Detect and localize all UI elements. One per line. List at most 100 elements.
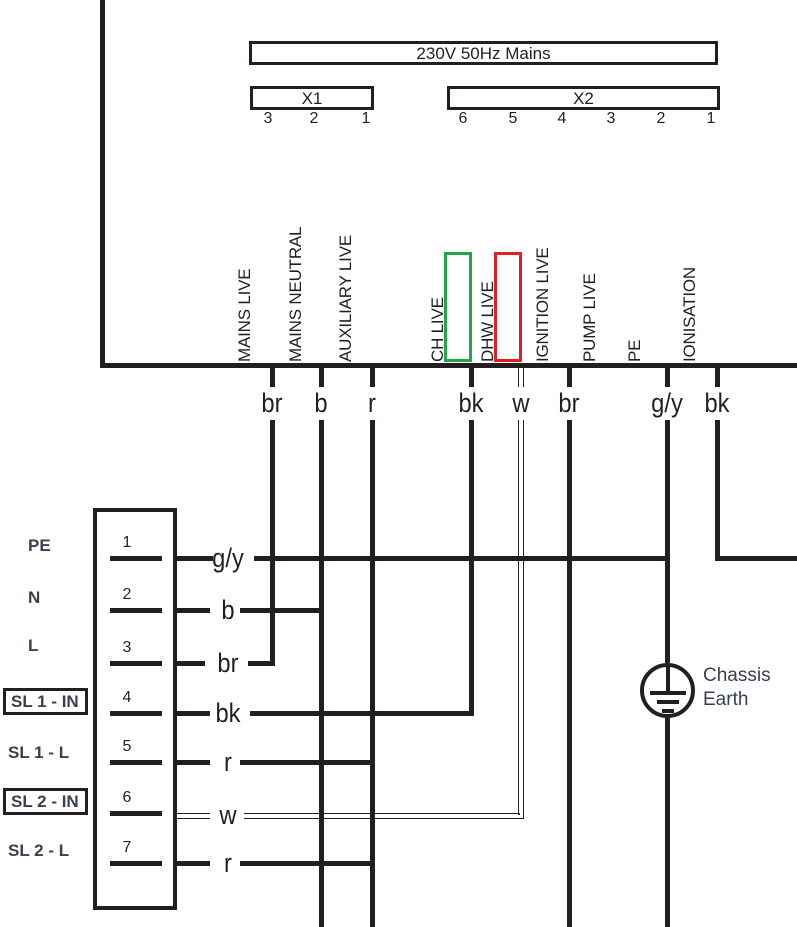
wire-label-pin3-br: br bbox=[217, 648, 239, 678]
wire-color-label-b: b bbox=[314, 388, 328, 418]
plug-pin-number-7: 7 bbox=[122, 839, 132, 856]
wire-pin4-bk-seg2 bbox=[250, 711, 474, 716]
wire-pin3-br-seg2 bbox=[248, 661, 275, 666]
wire-pin1-gy-seg2 bbox=[254, 556, 670, 561]
plug-pin-number-3: 3 bbox=[122, 639, 132, 656]
terminal-block-x1: X1 bbox=[250, 86, 374, 110]
wire-pin2-b-seg2 bbox=[240, 608, 324, 613]
terminal-label-l: L bbox=[28, 636, 39, 655]
wire-color-label-br: br bbox=[261, 388, 283, 418]
plug-pin-contact-1 bbox=[110, 556, 162, 561]
wire-color-label-bk: bk bbox=[458, 388, 484, 418]
mains-supply-box: 230V 50Hz Mains bbox=[249, 41, 718, 65]
wire-pin1-gy-seg1 bbox=[177, 556, 213, 561]
wire-bk-ch-live-vertical bbox=[469, 420, 474, 716]
signal-label-mains-live: MAINS LIVE bbox=[235, 268, 254, 362]
wire-color-label-br2: br bbox=[558, 388, 580, 418]
wire-br-mains-live-vertical bbox=[270, 420, 275, 666]
wire-stub-auxiliary-live bbox=[370, 368, 375, 387]
signal-label-ignition-live: IGNITION LIVE bbox=[533, 247, 552, 362]
signal-label-ionisation: IONISATION bbox=[680, 267, 699, 362]
wire-pin3-br-seg1 bbox=[177, 661, 205, 666]
plug-pin-contact-6 bbox=[110, 811, 162, 816]
wire-stub-mains-live bbox=[270, 368, 275, 387]
wire-stub-pe bbox=[665, 368, 670, 387]
wire-label-pin4-bk: bk bbox=[215, 698, 241, 728]
signal-label-mains-neutral: MAINS NEUTRAL bbox=[286, 226, 305, 362]
signal-label-pe: PE bbox=[625, 339, 644, 362]
plug-pin-contact-5 bbox=[110, 760, 162, 765]
wire-label-pin7-r: r bbox=[224, 848, 232, 878]
plug-pin-number-2: 2 bbox=[122, 586, 132, 603]
wire-gy-pe-vertical-lower bbox=[665, 718, 670, 927]
plug-pin-number-4: 4 bbox=[122, 689, 132, 706]
x2-pin-number: 2 bbox=[656, 110, 666, 127]
terminal-label-sl2-in-highlight-box: SL 2 - IN bbox=[3, 788, 88, 815]
wire-w-dhw-live-vertical bbox=[518, 420, 524, 813]
terminal-label-n: N bbox=[28, 588, 41, 607]
wire-color-label-r: r bbox=[368, 388, 376, 418]
wire-pin5-r-seg2 bbox=[240, 760, 375, 765]
terminal-label-sl1-in-highlight-box: SL 1 - IN bbox=[3, 688, 88, 715]
plug-pin-number-6: 6 bbox=[122, 789, 132, 806]
plug-pin-contact-4 bbox=[110, 711, 162, 716]
terminal-label-sl2-in: SL 2 - IN bbox=[11, 791, 79, 811]
dhw-live-highlight-box bbox=[494, 252, 522, 362]
wire-pin7-r-seg2 bbox=[240, 861, 375, 866]
wire-b-mains-neutral-vertical bbox=[319, 420, 324, 927]
chassis-earth-stem bbox=[666, 667, 670, 693]
wire-stub-ignition-live bbox=[567, 368, 572, 387]
x1-pin-number: 2 bbox=[309, 110, 319, 127]
wire-gy-pe-vertical-upper bbox=[665, 420, 670, 663]
plug-pin-number-5: 5 bbox=[122, 738, 132, 755]
plug-connector-box bbox=[93, 508, 177, 910]
wire-color-label-w: w bbox=[512, 388, 530, 418]
chassis-earth-label-line1: Chassis bbox=[703, 665, 771, 686]
x2-pin-number: 6 bbox=[458, 110, 468, 127]
main-unit-bottom-edge bbox=[100, 363, 797, 368]
x2-pin-number: 5 bbox=[508, 110, 518, 127]
wire-label-pin2-b: b bbox=[221, 595, 235, 625]
x1-pin-number: 1 bbox=[361, 110, 371, 127]
wire-stub-ionisation bbox=[715, 368, 720, 387]
plug-pin-contact-2 bbox=[110, 608, 162, 613]
signal-label-pump-live: PUMP LIVE bbox=[580, 273, 599, 362]
wire-pin4-bk-seg1 bbox=[177, 711, 210, 716]
chassis-earth-label-line2: Earth bbox=[703, 689, 749, 710]
terminal-label-sl1-l: SL 1 - L bbox=[8, 743, 70, 762]
wire-pin2-b-seg1 bbox=[177, 608, 210, 613]
wire-label-pin1-gy: g/y bbox=[212, 543, 244, 573]
wire-stub-ch-live bbox=[469, 368, 474, 387]
plug-pin-number-1: 1 bbox=[122, 534, 132, 551]
wire-pin6-w-corner-outer bbox=[518, 813, 524, 819]
wire-stub-mains-neutral bbox=[319, 368, 324, 387]
terminal-block-x2: X2 bbox=[447, 86, 720, 110]
wire-stub-dhw-live bbox=[518, 368, 524, 387]
wire-color-label-gy: g/y bbox=[651, 388, 683, 418]
signal-label-auxiliary-live: AUXILIARY LIVE bbox=[336, 235, 355, 362]
chassis-earth-bar-short bbox=[662, 709, 674, 713]
chassis-earth-bar-long bbox=[650, 691, 686, 695]
terminal-label-sl2-l: SL 2 - L bbox=[8, 841, 70, 860]
plug-pin-contact-7 bbox=[110, 861, 162, 866]
terminal-label-sl1-in: SL 1 - IN bbox=[11, 691, 79, 711]
terminal-label-pe: PE bbox=[28, 536, 51, 555]
x1-pin-number: 3 bbox=[263, 110, 273, 127]
wire-label-pin6-w: w bbox=[219, 800, 237, 830]
wire-pin6-w-corner-inner bbox=[518, 813, 520, 815]
wire-pin5-r-seg1 bbox=[177, 760, 210, 765]
wire-bk-ionisation-horizontal bbox=[715, 556, 797, 561]
wire-bk-ionisation-vertical bbox=[715, 420, 720, 561]
x2-pin-number: 3 bbox=[606, 110, 616, 127]
plug-pin-contact-3 bbox=[110, 661, 162, 666]
wire-r-auxiliary-live-vertical bbox=[370, 420, 375, 927]
wire-pin7-r-seg1 bbox=[177, 861, 210, 866]
main-unit-left-edge bbox=[100, 0, 105, 368]
x2-pin-number: 4 bbox=[557, 110, 567, 127]
wire-label-pin5-r: r bbox=[224, 747, 232, 777]
wire-pin6-w-seg1 bbox=[177, 813, 210, 819]
x2-pin-number: 1 bbox=[706, 110, 716, 127]
wire-br-ignition-live-vertical bbox=[567, 420, 572, 927]
wire-color-label-bk2: bk bbox=[704, 388, 730, 418]
